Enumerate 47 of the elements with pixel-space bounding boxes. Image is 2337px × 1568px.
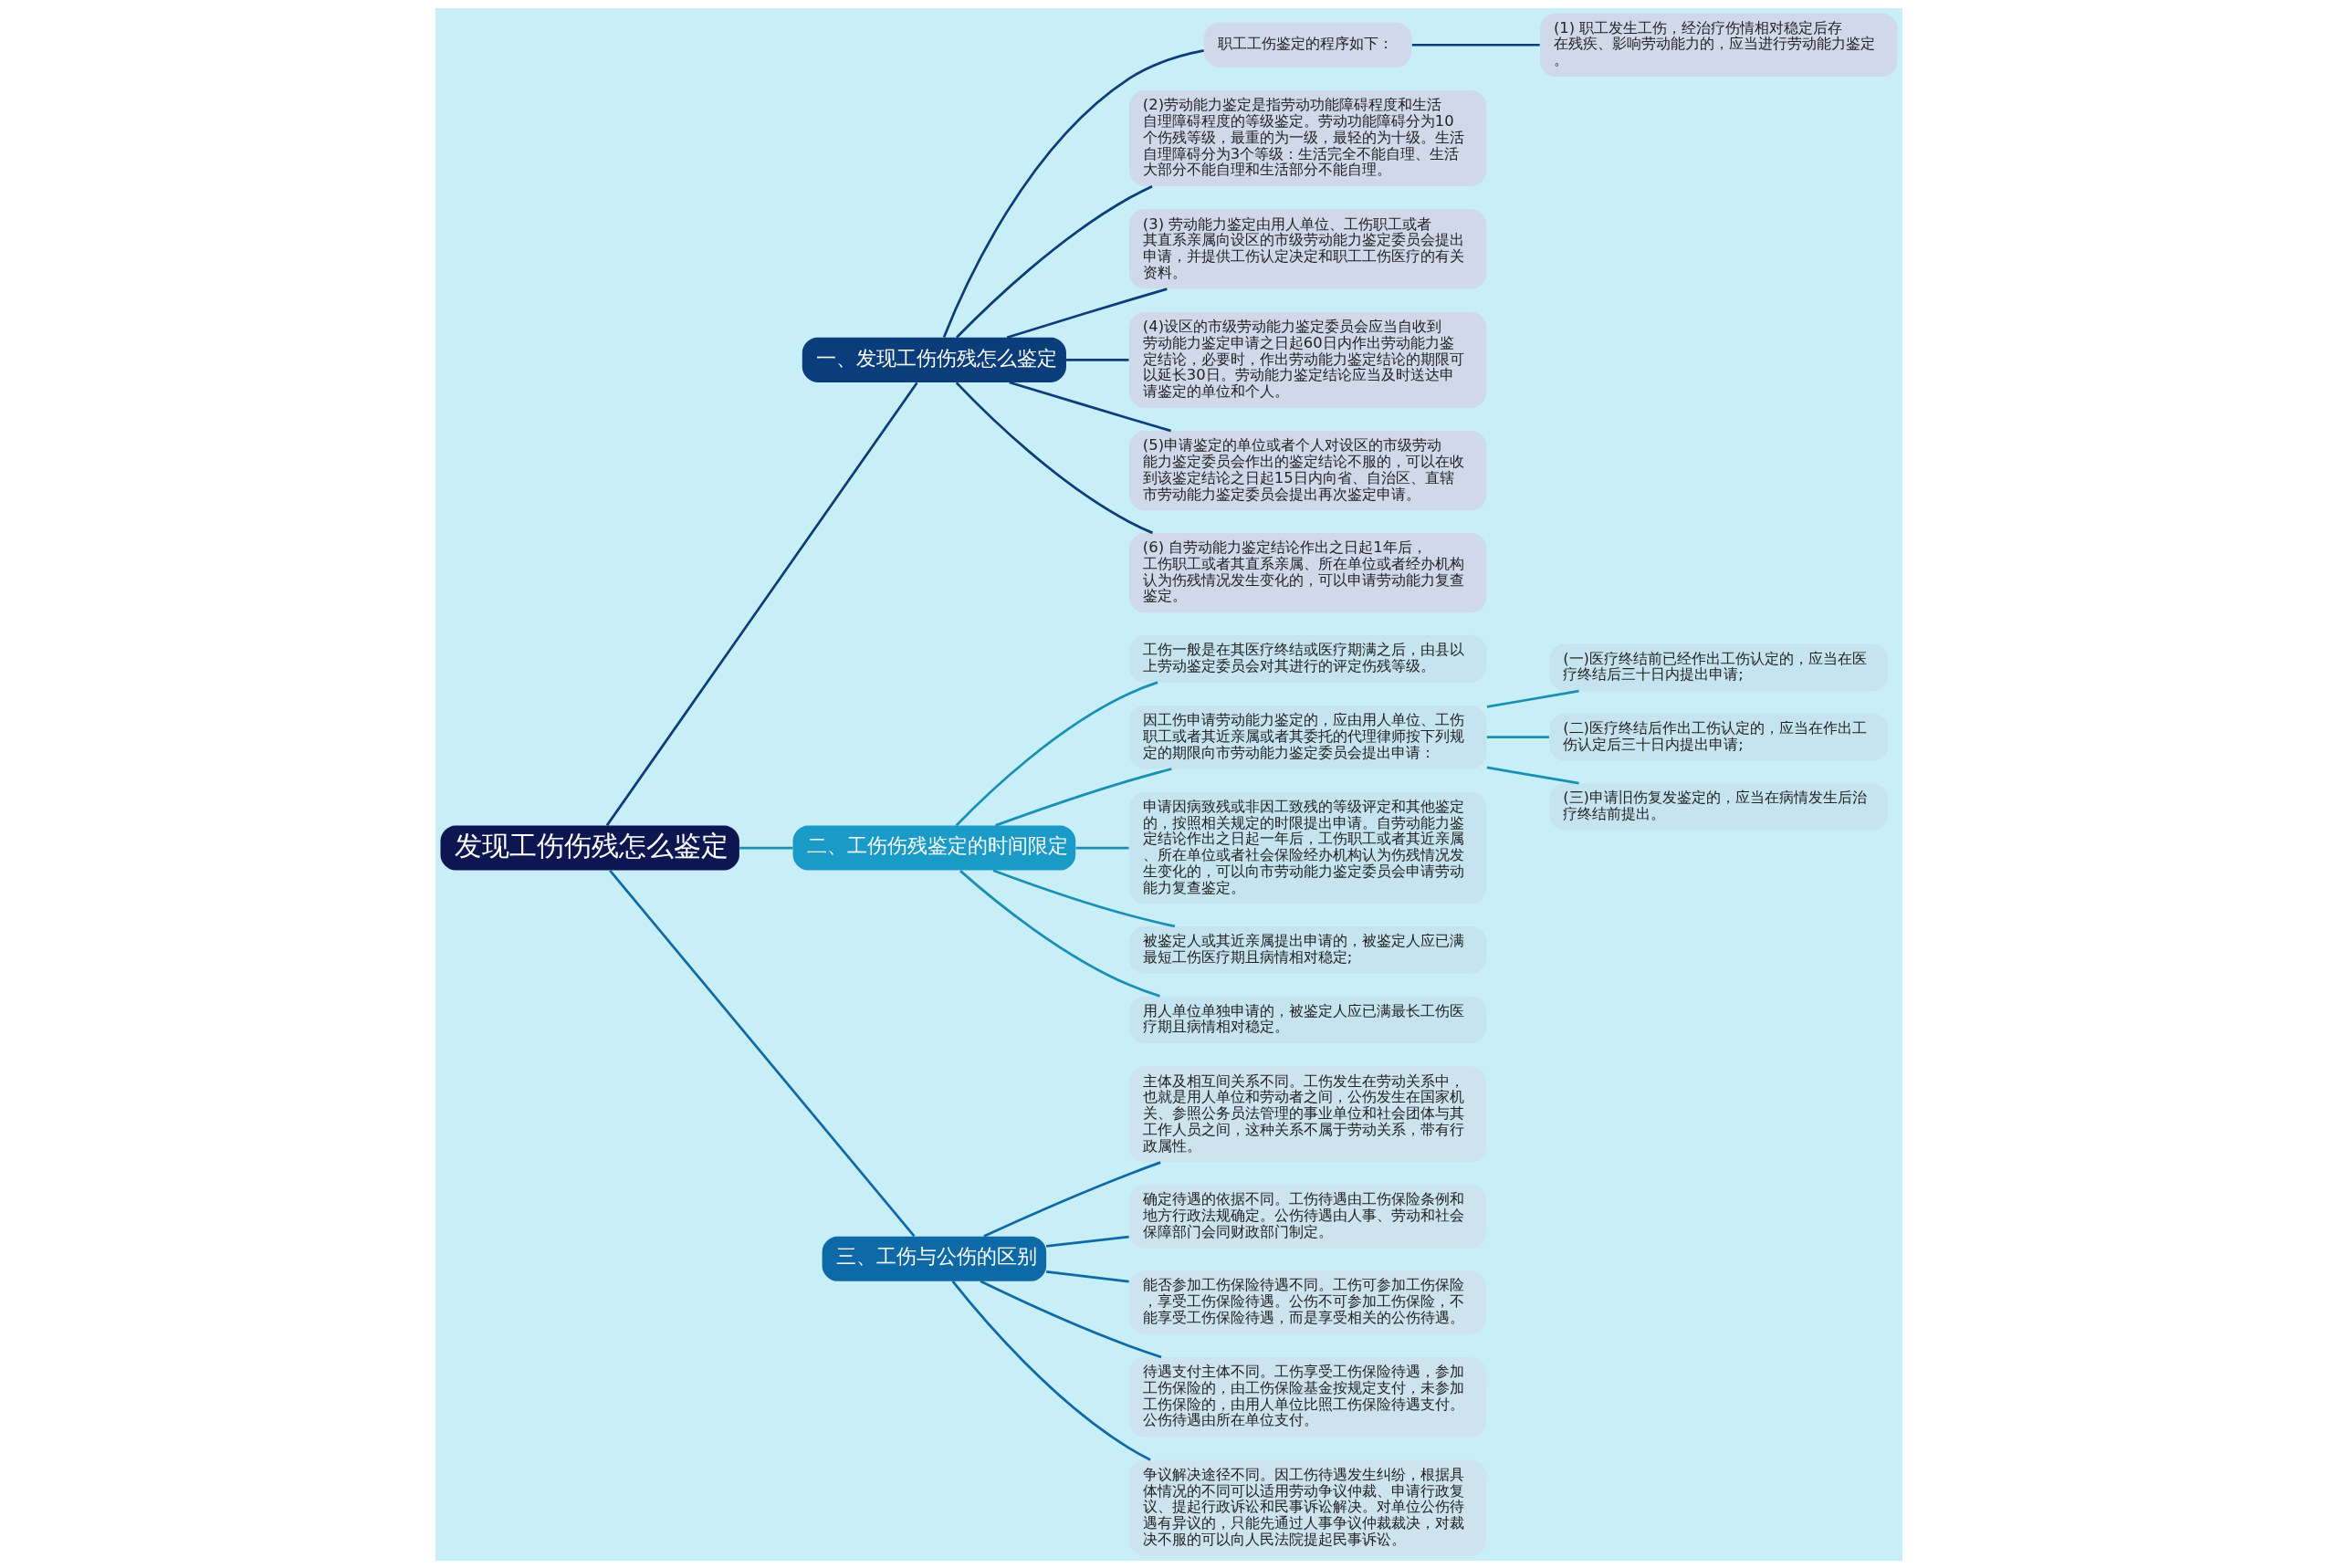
node-box: 工伤一般是在其医疗终结或医疗期满之后，由县以上劳动鉴定委员会对其进行的评定伤残等级。 [1128, 634, 1486, 683]
connector [1486, 735, 1549, 738]
connector [992, 868, 1175, 927]
connector [1045, 1270, 1129, 1282]
node-box: 发现工伤伤残怎么鉴定 [440, 825, 739, 871]
connector [982, 1160, 1161, 1238]
node-box: 一、发现工伤伤残怎么鉴定 [802, 337, 1066, 382]
connector [1045, 1235, 1129, 1248]
connector [955, 381, 1153, 534]
node-box: 被鉴定人或其近亲属提出申请的，被鉴定人应已满最短工伤医疗期且病情相对稳定; [1128, 925, 1486, 974]
node-box: (4)设区的市级劳动能力鉴定委员会应当自收到劳动能力鉴定申请之日起60日内作出劳动能力鉴定结论，必要时，作出劳动能力鉴定结论的期限可以延长30日。劳动能力鉴定结论应当及时送达申请鉴定的单位和个人。 [1128, 311, 1486, 408]
node-box: (二)医疗终结后作出工伤认定的，应当在作出工伤认定后三十日内提出申请; [1548, 713, 1888, 761]
connector [1486, 766, 1579, 784]
connector [979, 1280, 1161, 1358]
node-box: 三、工伤与公伤的区别 [822, 1236, 1046, 1281]
node-box: (3) 劳动能力鉴定由用人单位、工伤职工或者其直系亲属向设区的市级劳动能力鉴定委员会提出申请，并提供工伤认定决定和职工工伤医疗的有关资料。 [1128, 208, 1486, 289]
node-box: (三)申请旧伤复发鉴定的，应当在病情发生后治疗终结前提出。 [1548, 782, 1888, 831]
node-box: (1) 职工发生工伤，经治疗伤情相对稳定后存在残疾、影响劳动能力的，应当进行劳动能力鉴定。 [1539, 12, 1897, 77]
node-box: 职工工伤鉴定的程序如下： [1203, 22, 1411, 68]
node-box: (6) 自劳动能力鉴定结论作出之日起1年后，工伤职工或者其直系亲属、所在单位或者经办机构认为伤残情况发生变化的，可以申请劳动能力复查鉴定。 [1128, 532, 1486, 612]
connector [605, 382, 918, 826]
node-box: 因工伤申请劳动能力鉴定的，应由用人单位、工伤职工或者其近亲属或者其委托的代理律师按下列规定的期限向市劳动能力鉴定委员会提出申请： [1128, 705, 1486, 768]
connector [608, 869, 915, 1237]
node-box: (5)申请鉴定的单位或者个人对设区的市级劳动能力鉴定委员会作出的鉴定结论不服的，可以在收到该鉴定结论之日起15日内向省、自治区、直辖市劳动能力鉴定委员会提出再次鉴定申请。 [1128, 430, 1486, 510]
connector [1074, 846, 1129, 849]
node-box: (2)劳动能力鉴定是指劳动功能障碍程度和生活自理障碍程度的等级鉴定。劳动功能障碍分为10个伤残等级，最重的为一级，最轻的为十级。生活自理障碍分为3个等级：生活完全不能自理、生活大部分不能自理和生活部分不能自理。 [1128, 89, 1486, 186]
connector [951, 1280, 1151, 1461]
node-box: 待遇支付主体不同。工伤享受工伤保险待遇，参加工伤保险的，由工伤保险基金按规定支付，未参加工伤保险的，由用人单位比照工伤保险待遇支付。公伤待遇由所在单位支付。 [1128, 1356, 1486, 1437]
connector [1008, 381, 1171, 432]
connector [1486, 689, 1579, 708]
connector [1006, 287, 1168, 339]
node-box: 申请因病致残或非因工致残的等级评定和其他鉴定的，按照相关规定的时限提出申请。自劳动能力鉴定结论作出之日起一年后，工伤职工或者其近亲属、所在单位或者社会保险经办机构认为伤残情况发生变化的，可以向市劳动能力鉴定委员会申请劳动能力复查鉴定。 [1128, 791, 1486, 904]
node-box: 能否参加工伤保险待遇不同。工伤可参加工伤保险，享受工伤保险待遇。公伤不可参加工伤保险，不能享受工伤保险待遇，而是享受相关的公伤待遇。 [1128, 1270, 1486, 1334]
connector [955, 680, 1158, 826]
connector [942, 48, 1204, 338]
node-box: 主体及相互间关系不同。工伤发生在劳动关系中，也就是用人单位和劳动者之间，公伤发生在国家机关、参照公务员法管理的事业单位和社会团体与其工作人员之间，这种关系不属于劳动关系，带有行政属性。 [1128, 1065, 1486, 1162]
node-box: (一)医疗终结前已经作出工伤认定的，应当在医疗终结后三十日内提出申请; [1548, 643, 1888, 691]
connector [1065, 358, 1128, 361]
node-box: 二、工伤伤残鉴定的时间限定 [792, 825, 1075, 871]
connector [739, 846, 792, 849]
node-box: 争议解决途径不同。因工伤待遇发生纠纷，根据具体情况的不同可以适用劳动争议仲裁、申请行政复议、提起行政诉讼和民事诉讼解决。对单位公伤待遇有异议的，只能先通过人事争议仲裁裁决，对裁决不服的可以向人民法院提起民事诉讼。 [1128, 1459, 1486, 1556]
node-box: 确定待遇的依据不同。工伤待遇由工伤保险条例和地方行政法规确定。公伤待遇由人事、劳动和社会保障部门会同财政部门制定。 [1128, 1184, 1486, 1249]
connector [959, 869, 1160, 998]
node-box: 用人单位单独申请的，被鉴定人应已满最长工伤医疗期且病情相对稳定。 [1128, 995, 1486, 1043]
connector [1411, 43, 1540, 47]
connector [955, 184, 1153, 339]
connector [994, 767, 1172, 827]
